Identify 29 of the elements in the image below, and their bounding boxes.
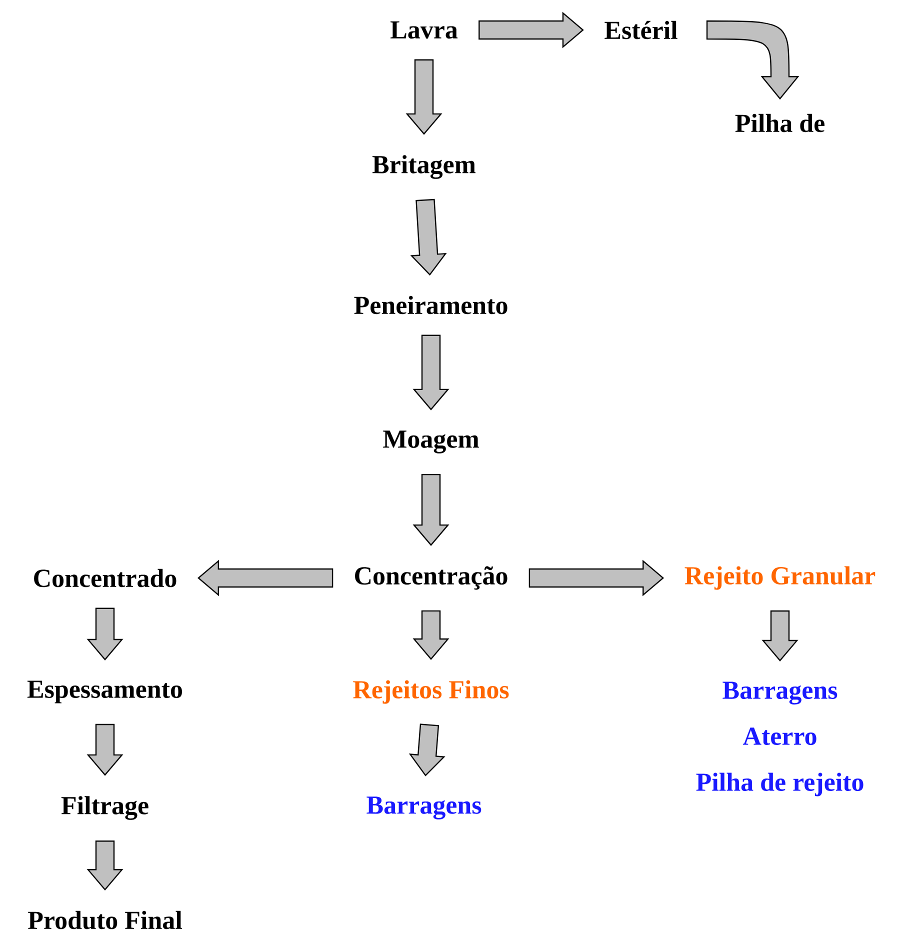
step-label: Filtrage	[61, 796, 148, 820]
step-label: Moagem	[383, 430, 479, 454]
step-label: Rejeitos Finos	[353, 680, 509, 704]
block-arrow	[412, 474, 450, 546]
block-arrow	[406, 59, 442, 135]
step-label: Rejeito Granular	[684, 566, 876, 590]
step-label: Peneiramento	[354, 296, 508, 314]
step-label: Barragens Aterro Pilha de rejeito	[696, 682, 864, 796]
block-arrow	[198, 560, 334, 596]
step-label: Barragens	[366, 796, 482, 820]
step-label: Lavra	[390, 21, 458, 39]
block-arrow	[528, 560, 664, 596]
block-arrow	[86, 608, 124, 660]
step-label: Produto Final	[28, 910, 182, 930]
block-arrow	[412, 334, 450, 410]
step-label: Pilha de	[735, 114, 824, 132]
block-arrow	[86, 724, 124, 776]
block-arrow	[478, 12, 584, 48]
block-arrow	[410, 198, 447, 276]
block-arrow	[86, 840, 124, 891]
block-arrow	[706, 20, 799, 100]
step-label: Espessamento	[27, 680, 182, 704]
step-label: Concentração	[355, 566, 508, 590]
block-arrow	[412, 610, 450, 660]
step-label: Concentrado	[34, 568, 176, 588]
step-label: Estéril	[604, 20, 678, 40]
block-arrow	[408, 724, 446, 776]
block-arrow	[762, 610, 798, 662]
step-label: Britagem	[372, 155, 476, 179]
